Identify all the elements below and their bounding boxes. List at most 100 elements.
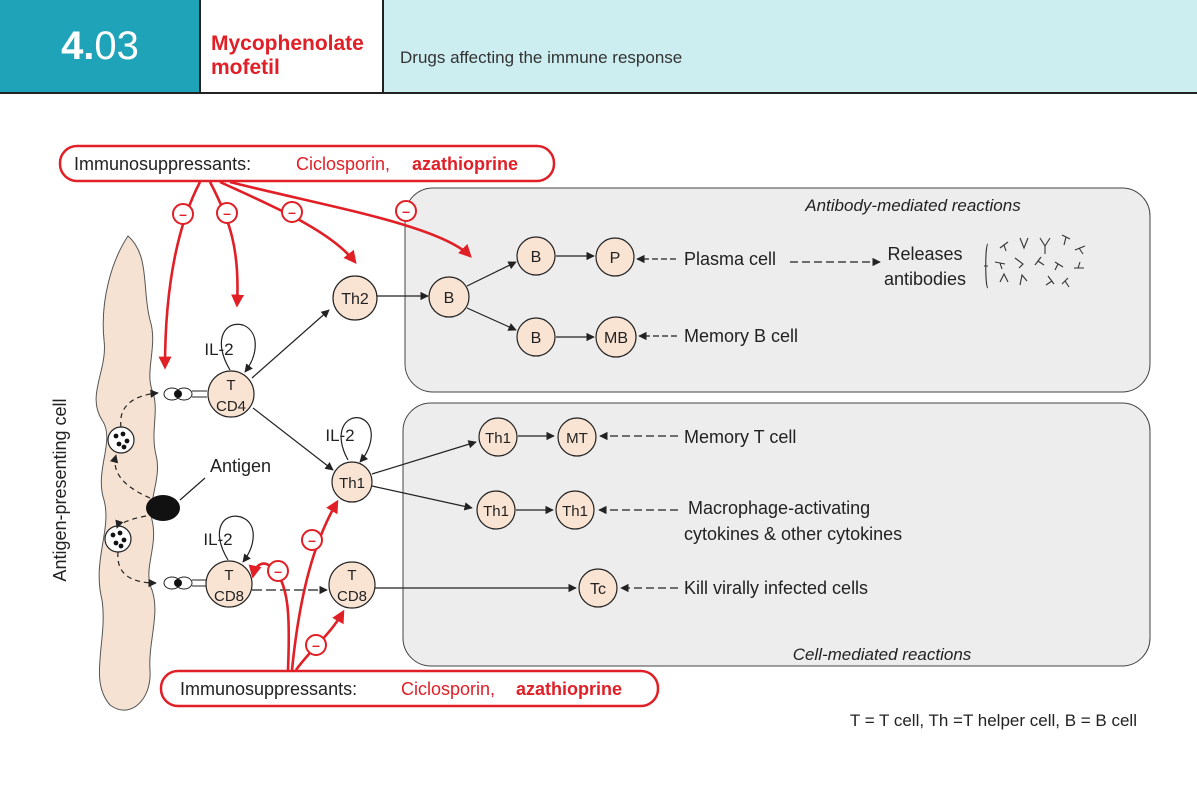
chapter-number: 4.03 xyxy=(0,0,200,92)
cell-panel-title: Cell-mediated reactions xyxy=(793,645,972,664)
inhibit-badge: – xyxy=(216,202,238,224)
memory-b-text: Memory B cell xyxy=(684,326,798,346)
immunosuppressants-top-drug2: azathioprine xyxy=(412,154,518,174)
tc-label: Tc xyxy=(590,581,606,598)
receptor-complex-icon xyxy=(163,576,207,590)
inhibit-badge: – xyxy=(301,529,323,551)
cd4-to-th2-arrow xyxy=(251,309,330,379)
b-cell xyxy=(516,317,556,357)
macrophage-text-line1: Macrophage-activating xyxy=(688,498,870,518)
drug-title: Mycophenolate mofetil xyxy=(201,0,382,92)
b-to-b-arrow xyxy=(466,261,517,287)
cd4-to-th1-arrow xyxy=(252,407,334,471)
vesicle-icon xyxy=(104,525,132,553)
drug-title-line2: mofetil xyxy=(211,56,280,79)
immunosuppressants-bottom-drug1: Ciclosporin, xyxy=(401,679,495,699)
th2-cell xyxy=(332,275,378,321)
t-cd8-effector-cell xyxy=(328,561,376,609)
inhibit-symbol: – xyxy=(223,205,231,221)
kill-text: Kill virally infected cells xyxy=(684,578,868,598)
th1-label: Th1 xyxy=(339,475,365,492)
immunosuppressants-top-box xyxy=(58,144,556,183)
vesicle-icon xyxy=(107,426,135,454)
il2-autocrine-loop xyxy=(220,323,256,373)
inhibit-symbol: – xyxy=(179,206,187,222)
antigen-presentation-arrow xyxy=(120,389,159,428)
immunosuppressants-top-label: Immunosuppressants: xyxy=(74,154,251,174)
memory-b-label: MB xyxy=(604,330,628,347)
antigen-icon xyxy=(146,495,180,521)
plasma-cell-text: Plasma cell xyxy=(684,249,776,269)
immunosuppressants-bottom-label: Immunosuppressants: xyxy=(180,679,357,699)
receptor-complex-icon xyxy=(163,387,207,401)
header-divider xyxy=(382,0,384,92)
inhibit-badge: – xyxy=(267,560,289,582)
antibodies-icon xyxy=(984,234,1086,289)
page-header: 4.03 Mycophenolate mofetil Drugs affecti… xyxy=(0,0,1197,94)
chapter-number-major: 4. xyxy=(61,23,95,68)
section-subtitle: Drugs affecting the immune response xyxy=(384,0,1197,92)
t-cd8-effector-label: T xyxy=(347,567,356,584)
immunosuppressants-bottom-drug2: azathioprine xyxy=(516,679,622,699)
memory-t-cell xyxy=(557,417,597,457)
antigen-label: Antigen xyxy=(210,456,271,476)
drug-title-line1: Mycophenolate xyxy=(211,32,364,55)
memory-b-cell xyxy=(595,316,637,358)
b-cell xyxy=(516,236,556,276)
inhibit-symbol: – xyxy=(288,204,296,220)
th1-cell xyxy=(476,490,516,530)
b-cell xyxy=(428,276,470,318)
il2-label: IL-2 xyxy=(204,340,233,359)
antibody-panel-title: Antibody-mediated reactions xyxy=(804,196,1021,215)
t-cd8-label: T xyxy=(224,567,233,584)
th1-cell xyxy=(331,461,373,503)
th1-branch-arrow xyxy=(371,485,473,511)
header-rule xyxy=(0,92,1197,94)
t-cd4-cell: T CD4 xyxy=(207,370,255,418)
apc-label: Antigen-presenting cell xyxy=(50,398,70,581)
b-cell-label: B xyxy=(444,290,455,307)
antigen-presenting-cell xyxy=(95,235,158,711)
immunosuppressants-bottom-box xyxy=(159,669,660,708)
immunosuppressants-top-drug1: Ciclosporin, xyxy=(296,154,390,174)
b-to-b-arrow xyxy=(466,307,517,331)
th1-label: Th1 xyxy=(483,503,509,520)
th1-cell xyxy=(555,490,595,530)
memory-t-label: MT xyxy=(566,430,588,447)
th1-label: Th1 xyxy=(485,430,511,447)
antigen-presentation-arrow xyxy=(117,551,157,588)
il2-label: IL-2 xyxy=(203,530,232,549)
antibodies-text: antibodies xyxy=(884,269,966,289)
inhibit-badge: – xyxy=(281,201,303,223)
il2-label: IL-2 xyxy=(325,426,354,445)
t-cd8-sublabel: CD8 xyxy=(214,588,244,605)
inhibit-symbol: – xyxy=(274,563,282,579)
plasma-cell-label: P xyxy=(610,250,621,267)
th1-branch-arrow xyxy=(371,440,477,475)
chapter-number-minor: 03 xyxy=(94,23,139,68)
il2-autocrine-loop xyxy=(218,515,254,563)
header-divider xyxy=(199,0,201,92)
inhibit-badge: – xyxy=(305,634,327,656)
t-cd8-effector-sublabel: CD8 xyxy=(337,588,367,605)
il2-autocrine-loop xyxy=(340,417,372,463)
antigen-pointer xyxy=(179,477,206,501)
inhibit-symbol: – xyxy=(308,532,316,548)
th1-cell xyxy=(478,417,518,457)
plasma-cell xyxy=(595,237,635,277)
th2-label: Th2 xyxy=(341,291,369,308)
inhibit-symbol: – xyxy=(312,637,320,653)
macrophage-text-line2: cytokines & other cytokines xyxy=(684,524,902,544)
t-cd4-label: T xyxy=(226,377,235,394)
inhibit-badge: – xyxy=(172,203,194,225)
inhibit-symbol: – xyxy=(402,203,410,219)
antigen-processing-arrow xyxy=(115,515,147,529)
antigen-processing-arrow xyxy=(109,454,151,499)
releases-text: Releases xyxy=(887,244,962,264)
memory-t-text: Memory T cell xyxy=(684,427,796,447)
t-cd8-cell: T CD8 xyxy=(205,560,253,608)
t-cd4-sublabel: CD4 xyxy=(216,398,246,415)
tc-cell xyxy=(578,568,618,608)
inhibit-badge: – xyxy=(395,200,417,222)
